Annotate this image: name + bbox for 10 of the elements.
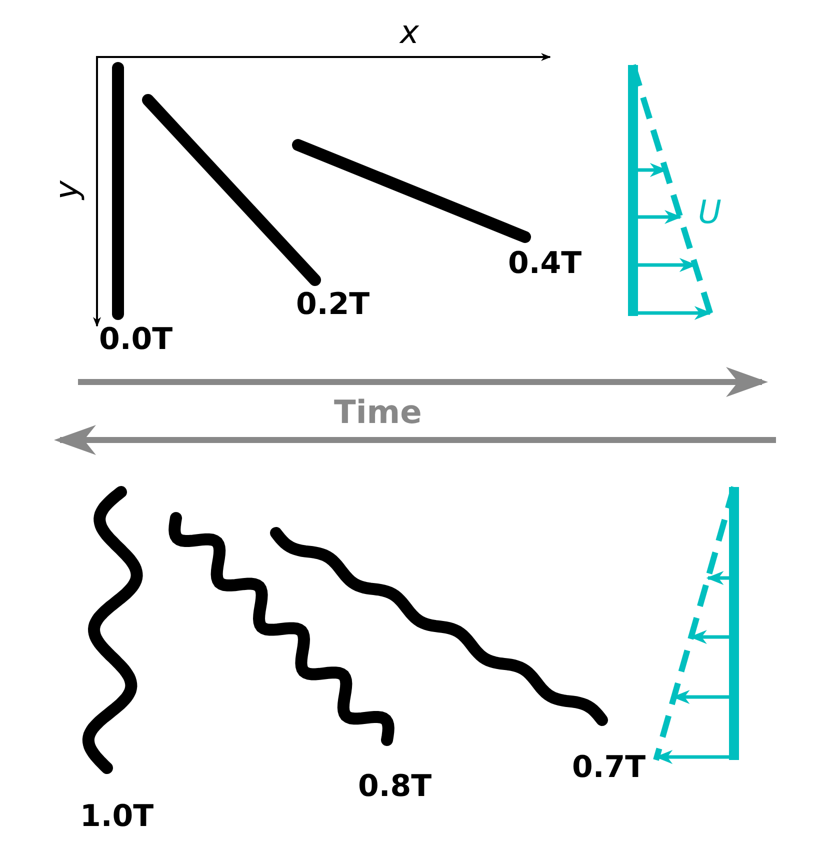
time-label: 0.4T: [508, 249, 582, 279]
axis-label: y: [50, 180, 82, 200]
time-axis-label: Time: [334, 396, 422, 428]
axis-label: x: [400, 16, 419, 48]
time-label: 0.8T: [358, 772, 432, 802]
time-label: 0.2T: [296, 290, 370, 320]
time-label: 0.0T: [99, 325, 173, 355]
time-label: 0.7T: [572, 753, 646, 783]
velocity-label: U: [698, 196, 722, 228]
time-label: 1.0T: [80, 802, 154, 832]
